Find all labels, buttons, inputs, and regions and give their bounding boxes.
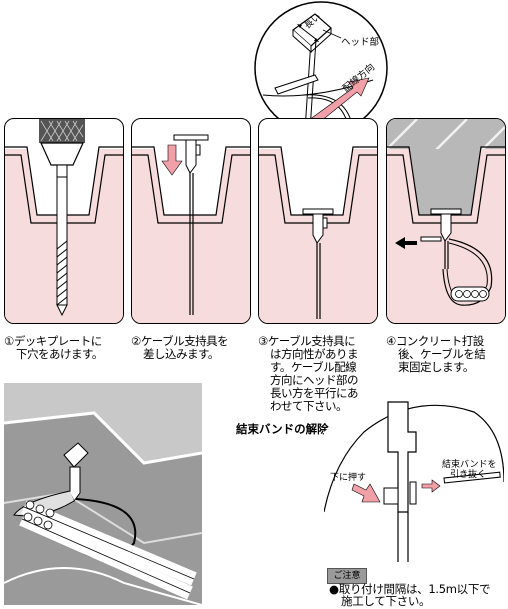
step3-panel: [258, 118, 378, 324]
pull-label-line2: 引き抜く: [450, 470, 487, 480]
note-line2: 施工して下さい。: [341, 594, 431, 608]
pull-label-line1: 結束バンドを: [442, 460, 497, 470]
step1-line1: ①デッキプレートに: [4, 334, 102, 348]
step4-caption: ④コンクリート打設 後、ケーブルを結 束固定します。: [386, 334, 486, 374]
step4-panel: [386, 118, 506, 324]
step3-line1: ③ケーブル支持具に: [258, 334, 356, 348]
installed-illustration: [3, 383, 203, 606]
push-label: 下に押す: [330, 473, 367, 483]
note-line1: ●取り付け間隔は、1.5m以下で: [329, 582, 491, 596]
step1-line2: 下穴をあけます。: [16, 347, 103, 361]
step3-line5: 長い方を平行にあ: [270, 386, 359, 400]
step3-line4: 方向にヘッド部の: [270, 373, 359, 387]
step4-line1: ④コンクリート打設: [386, 334, 484, 348]
step2-line1: ②ケーブル支持具を: [131, 334, 229, 348]
callout-circle: 長い ヘッド部 配線方向: [253, 0, 389, 136]
note-text: ●取り付け間隔は、1.5m以下で 施工して下さい。: [329, 582, 491, 608]
step3-line3: す。ケーブル配線: [270, 360, 357, 374]
release-title: 結束バンドの解除: [236, 422, 329, 436]
release-illustration: 下に押す 結束バンドを 引き抜く: [323, 391, 505, 562]
step1-caption: ①デッキプレートに 下穴をあけます。: [4, 335, 103, 361]
step4-line2: 後、ケーブルを結: [398, 347, 486, 361]
step3-line6: わせて下さい。: [270, 399, 348, 413]
step4-line3: 束固定します。: [398, 360, 474, 374]
step2-caption: ②ケーブル支持具を 差し込みます。: [131, 334, 229, 361]
step2-line2: 差し込みます。: [143, 347, 219, 361]
head-label: ヘッド部: [341, 37, 380, 48]
pull-label: 結束バンドを 引き抜く: [442, 460, 496, 480]
note-tag: ご注意: [327, 568, 367, 584]
step2-panel: [131, 118, 251, 324]
step3-caption: ③ケーブル支持具に は方向性がありま す。ケーブル配線 方向にヘッド部の 長い方…: [258, 334, 359, 413]
step1-panel: [4, 118, 124, 324]
step3-line2: は方向性がありま: [270, 347, 359, 361]
